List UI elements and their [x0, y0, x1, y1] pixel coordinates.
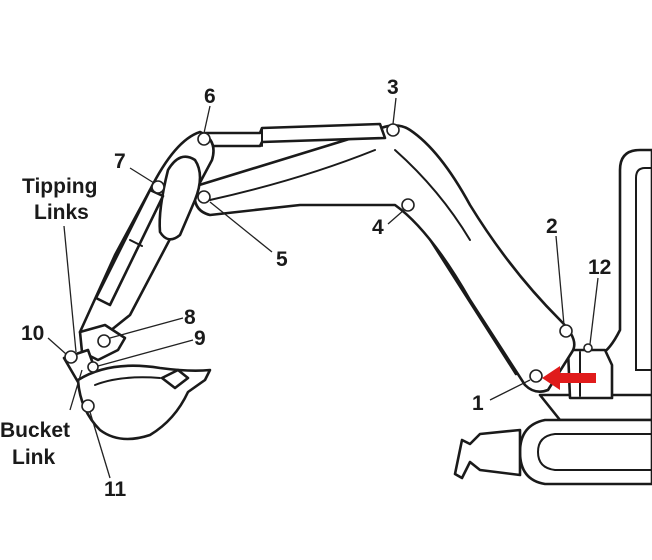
pin-1: [529, 369, 543, 383]
label-9: 9: [194, 327, 206, 350]
tipping-links-label-line1: Tipping: [22, 175, 97, 198]
bucket-cylinder: [94, 188, 165, 307]
pin-3: [386, 123, 400, 137]
label-5: 5: [276, 248, 288, 271]
bucket: [76, 364, 212, 441]
pin-12: [583, 343, 593, 353]
label-8: 8: [184, 306, 196, 329]
pin-9: [87, 361, 99, 373]
label-4: 4: [372, 216, 384, 239]
arm-cylinder: [203, 122, 387, 148]
pin-11: [81, 399, 95, 413]
bucket-link-label-line1: Bucket: [0, 419, 70, 442]
pin-5: [197, 190, 211, 204]
label-12: 12: [588, 256, 611, 279]
boom: [193, 124, 576, 393]
pin-6: [197, 132, 211, 146]
label-1: 1: [472, 392, 484, 415]
red-arrow-indicator: [542, 366, 596, 390]
label-2: 2: [546, 215, 558, 238]
label-3: 3: [387, 76, 399, 99]
label-6: 6: [204, 85, 216, 108]
label-11: 11: [104, 478, 127, 501]
excavator-track: [453, 418, 652, 486]
label-7: 7: [114, 150, 126, 173]
excavator-cab: [538, 148, 652, 422]
tipping-links-label-line2: Links: [34, 201, 89, 224]
pin-8: [97, 334, 111, 348]
pin-10: [64, 350, 78, 364]
label-10: 10: [21, 322, 44, 345]
pin-7: [151, 180, 165, 194]
pin-2: [559, 324, 573, 338]
pin-4: [401, 198, 415, 212]
leader-lines: [47, 97, 599, 479]
bucket-link-label-line2: Link: [12, 446, 55, 469]
